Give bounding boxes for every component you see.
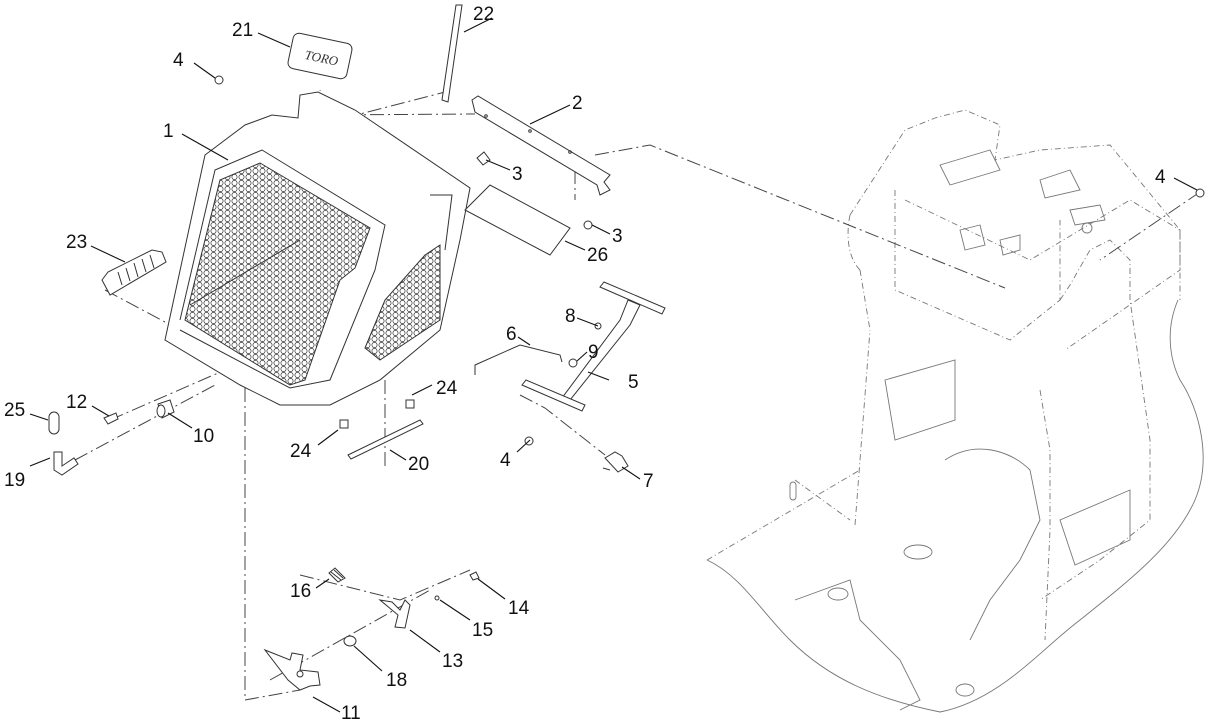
part-26-pad — [464, 184, 571, 256]
callout-5: 5 — [628, 372, 639, 393]
part-24-20-parts — [339, 399, 424, 460]
callout-8: 8 — [565, 306, 576, 327]
lower-linkage — [263, 567, 480, 691]
part-3-fasteners — [476, 151, 593, 230]
callout-1: 1 — [163, 121, 174, 142]
callout-18: 18 — [386, 670, 407, 691]
callout-4-left: 4 — [173, 50, 184, 71]
callout-4-right: 4 — [1155, 167, 1166, 188]
callout-24-left: 24 — [290, 441, 312, 462]
callout-4-mid: 4 — [500, 450, 511, 471]
callout-19: 19 — [4, 470, 25, 491]
callout-20: 20 — [408, 454, 429, 475]
callout-3-lower: 3 — [612, 226, 623, 247]
callout-26: 26 — [587, 245, 608, 266]
decal-text: TORO — [303, 47, 340, 69]
callout-13: 13 — [442, 651, 463, 672]
callout-9: 9 — [588, 342, 599, 363]
part-21-decal: TORO — [287, 32, 353, 80]
callout-14: 14 — [508, 598, 530, 619]
part-2-bracket — [471, 95, 611, 196]
latch-knob-parts — [48, 399, 175, 476]
callout-10: 10 — [193, 426, 214, 447]
machine-frame — [706, 109, 1204, 713]
callout-25: 25 — [4, 400, 25, 421]
callout-11: 11 — [341, 703, 361, 724]
leader-lines — [29, 17, 1198, 713]
callout-23: 23 — [66, 232, 87, 253]
callout-7: 7 — [643, 471, 654, 492]
callout-6: 6 — [506, 324, 517, 345]
callout-16: 16 — [290, 581, 311, 602]
callout-24-right: 24 — [436, 378, 458, 399]
callout-2: 2 — [572, 93, 583, 114]
part-22-strip — [441, 4, 463, 103]
part-1-screen-housing — [164, 91, 471, 406]
callout-12: 12 — [66, 392, 87, 413]
callout-15: 15 — [472, 620, 493, 641]
callout-21: 21 — [232, 20, 253, 41]
callout-3-upper: 3 — [512, 164, 523, 185]
callout-labels: 1 2 3 3 4 4 4 5 6 7 8 9 10 11 12 13 14 1… — [4, 4, 1166, 724]
callout-22: 22 — [473, 4, 494, 25]
part-23-handle — [101, 249, 167, 296]
